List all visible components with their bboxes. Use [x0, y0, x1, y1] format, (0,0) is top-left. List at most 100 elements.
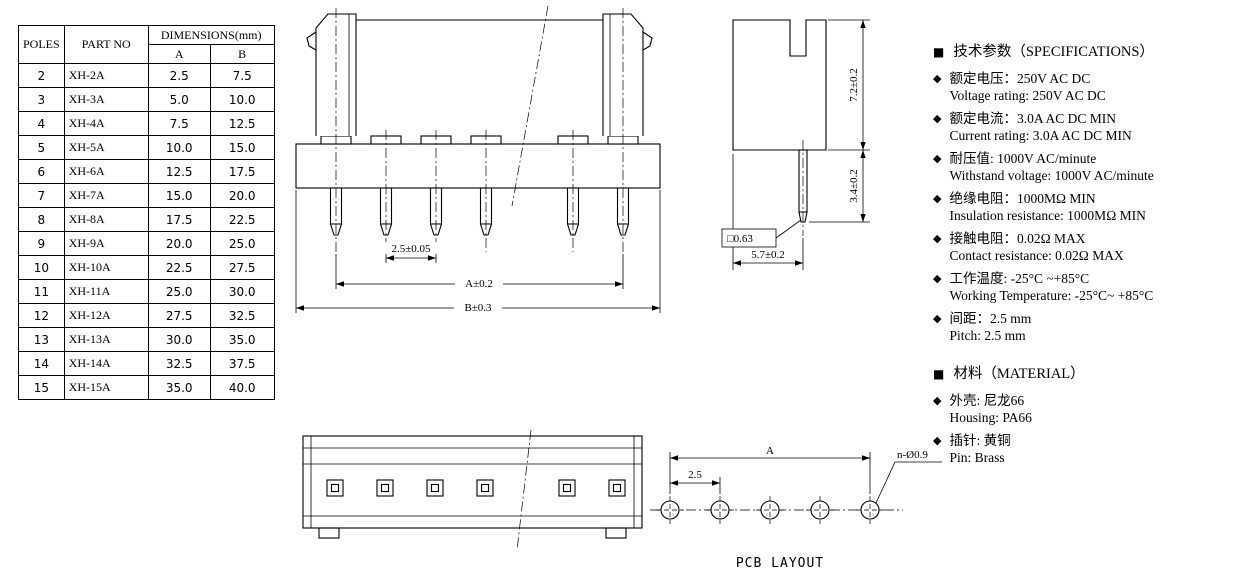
dim-a-cell: 17.5	[147, 207, 211, 232]
poles-cell: 7	[18, 183, 65, 208]
part-no-cell: XH-8A	[63, 207, 149, 232]
part-no-cell: XH-5A	[63, 135, 149, 160]
diamond-bullet-icon: ◆	[933, 232, 942, 245]
table-subheader-row: A B	[19, 44, 275, 64]
poles-cell: 5	[18, 135, 65, 160]
col-header-a: A	[147, 44, 211, 64]
part-no-cell: XH-13A	[63, 327, 149, 352]
dim-a-cell: 30.0	[147, 327, 211, 352]
a-dimension-label: A±0.2	[465, 278, 493, 290]
poles-cell: 14	[18, 351, 65, 376]
spec-line-en: Current rating: 3.0A AC DC MIN	[949, 128, 1132, 143]
front-view-pins	[329, 8, 630, 252]
dim-a-cell: 7.5	[147, 111, 211, 136]
spec-line-en: Working Temperature: -25°C~ +85°C	[949, 288, 1154, 303]
pcb-hole-label: n-Ø0.9	[897, 449, 928, 461]
col-header-b: B	[209, 44, 275, 64]
diamond-bullet-icon: ◆	[933, 152, 942, 165]
front-view-housing	[295, 13, 661, 189]
side-view-drawing: 7.2±0.2 3.4±0.2 5.7±0.2 □0.63	[721, 19, 870, 270]
dim-b-cell: 15.0	[209, 135, 275, 160]
spec-line-zh: 额定电压：250V AC DC	[949, 71, 1091, 86]
poles-cell: 9	[18, 231, 65, 256]
dim-a-cell: 12.5	[147, 159, 211, 184]
pcb-layout-caption: PCB LAYOUT	[735, 556, 825, 571]
spec-item: ◆ 接触电阻：0.02Ω MAX Contact resistance: 0.02…	[933, 230, 1249, 264]
part-no-cell: XH-4A	[63, 111, 149, 136]
part-no-cell: XH-3A	[63, 87, 149, 112]
side-view-housing	[732, 19, 827, 151]
width-dimension-label: 5.7±0.2	[751, 249, 785, 261]
side-view-dimensions: 7.2±0.2 3.4±0.2 5.7±0.2 □0.63	[721, 19, 870, 270]
part-no-cell: XH-12A	[63, 303, 149, 328]
material-section-title: ■ 材料（MATERIAL）	[933, 362, 1249, 383]
bottom-view-drawing	[302, 429, 643, 551]
spec-line-zh: 额定电流：3.0A AC DC MIN	[949, 111, 1116, 126]
dim-a-cell: 5.0	[147, 87, 211, 112]
material-line-en: Pin: Brass	[949, 450, 1005, 465]
diamond-bullet-icon: ◆	[933, 272, 942, 285]
spec-line-zh: 耐压值: 1000V AC/minute	[949, 151, 1097, 166]
diamond-bullet-icon: ◆	[933, 112, 942, 125]
spec-line-zh: 工作温度: -25°C ~+85°C	[949, 271, 1090, 286]
section-square-icon: ■	[933, 45, 945, 59]
pcb-layout-drawing: A 2.5 n-Ø0.9	[650, 445, 942, 524]
dim-b-cell: 35.0	[209, 327, 275, 352]
pin-square-dimension-label: □0.63	[727, 233, 753, 245]
poles-cell: 6	[18, 159, 65, 184]
front-view-break-line	[511, 6, 549, 207]
dim-b-cell: 30.0	[209, 279, 275, 304]
part-no-cell: XH-15A	[63, 375, 149, 400]
diamond-bullet-icon: ◆	[933, 192, 942, 205]
pcb-pitch-dimension-label: 2.5	[688, 469, 702, 481]
dim-a-cell: 2.5	[147, 63, 211, 88]
dim-b-cell: 20.0	[209, 183, 275, 208]
front-view-drawing: 2.5±0.05 A±0.2 B±0.3	[295, 6, 661, 314]
pcb-dimensions: A 2.5 n-Ø0.9	[669, 445, 942, 504]
dim-b-cell: 10.0	[209, 87, 275, 112]
section-square-icon: ■	[933, 367, 945, 381]
spec-line-zh: 接触电阻：0.02Ω MAX	[949, 231, 1086, 246]
poles-cell: 10	[18, 255, 65, 280]
dim-b-cell: 22.5	[209, 207, 275, 232]
pitch-dimension-label: 2.5±0.05	[391, 243, 431, 255]
pcb-span-dimension-label: A	[766, 445, 774, 457]
diamond-bullet-icon: ◆	[933, 434, 942, 447]
b-dimension-label: B±0.3	[464, 302, 492, 314]
specs-title-text: 技术参数（SPECIFICATIONS）	[953, 44, 1154, 60]
spec-line-zh: 间距：2.5 mm	[949, 311, 1032, 326]
dim-a-cell: 25.0	[147, 279, 211, 304]
dim-a-cell: 35.0	[147, 375, 211, 400]
spec-line-en: Contact resistance: 0.02Ω MAX	[949, 248, 1124, 263]
pcb-holes	[656, 496, 884, 524]
spec-item: ◆ 额定电流：3.0A AC DC MIN Current rating: 3.0…	[933, 110, 1249, 144]
table-header-row: POLES PART NO DIMENSIONS(mm)	[18, 25, 275, 64]
dim-b-cell: 12.5	[209, 111, 275, 136]
dim-b-cell: 7.5	[209, 63, 275, 88]
bottom-view-housing	[302, 435, 643, 539]
poles-cell: 13	[18, 327, 65, 352]
spec-line-en: Insulation resistance: 1000MΩ MIN	[949, 208, 1146, 223]
part-no-cell: XH-14A	[63, 351, 149, 376]
dim-b-cell: 17.5	[209, 159, 275, 184]
poles-cell: 8	[18, 207, 65, 232]
dim-b-cell: 32.5	[209, 303, 275, 328]
part-no-cell: XH-9A	[63, 231, 149, 256]
col-header-part-no: PART NO	[63, 25, 149, 64]
poles-cell: 2	[18, 63, 65, 88]
part-no-cell: XH-11A	[63, 279, 149, 304]
